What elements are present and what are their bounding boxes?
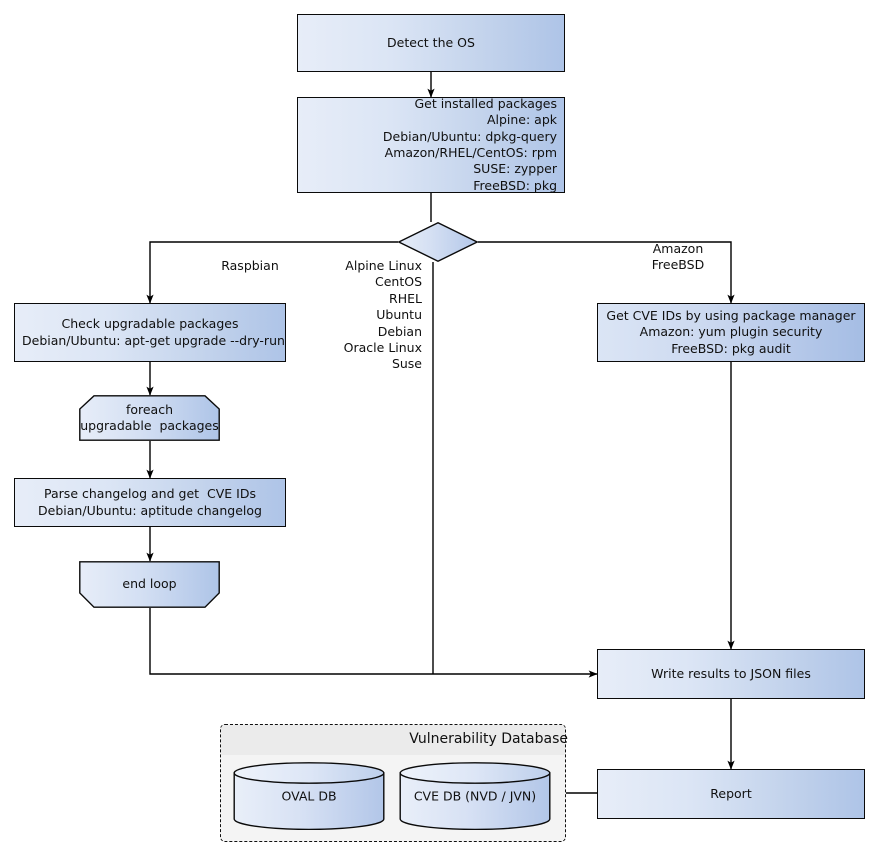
node-detect-os-label: Detect the OS — [387, 34, 475, 50]
node-foreach-loop[interactable]: foreach upgradable packages — [79, 395, 220, 441]
node-get-installed-packages[interactable]: Get installed packages Alpine: apk Debia… — [297, 95, 565, 193]
node-report[interactable]: Report — [597, 769, 865, 819]
db-cylinder-oval[interactable]: OVAL DB — [233, 762, 385, 831]
db-cylinder-oval-label: OVAL DB — [281, 788, 337, 804]
node-detect-os[interactable]: Detect the OS — [297, 14, 565, 72]
node-write-results-label: Write results to JSON files — [651, 665, 811, 681]
edge-label-raspbian: Raspbian — [221, 258, 279, 273]
node-write-results[interactable]: Write results to JSON files — [597, 649, 865, 699]
edge-label-amazon-freebsd: Amazon FreeBSD — [651, 241, 705, 273]
group-title-band — [221, 725, 565, 755]
node-check-upgradable[interactable]: Check upgradable packages Debian/Ubuntu:… — [14, 303, 286, 362]
node-end-loop-label: end loop — [122, 576, 177, 592]
db-cylinder-cve[interactable]: CVE DB (NVD / JVN) — [399, 762, 551, 831]
group-title: Vulnerability Database — [409, 731, 568, 747]
node-os-decision[interactable] — [397, 222, 479, 262]
node-report-label: Report — [710, 785, 752, 801]
group-vulnerability-database: Vulnerability Database — [220, 724, 568, 842]
node-check-upgradable-label: Check upgradable packages Debian/Ubuntu:… — [22, 316, 285, 348]
db-cylinder-cve-label: CVE DB (NVD / JVN) — [413, 788, 537, 804]
edge-label-linux-family: Alpine Linux CentOS RHEL Ubuntu Debian O… — [343, 258, 422, 372]
node-get-installed-packages-label: Get installed packages Alpine: apk Debia… — [382, 95, 557, 193]
node-get-cve-ids[interactable]: Get CVE IDs by using package manager Ama… — [597, 303, 865, 362]
node-foreach-loop-label: foreach upgradable packages — [80, 401, 219, 433]
node-get-cve-ids-label: Get CVE IDs by using package manager Ama… — [606, 307, 856, 356]
node-end-loop[interactable]: end loop — [79, 561, 220, 608]
node-parse-changelog-label: Parse changelog and get CVE IDs Debian/U… — [38, 486, 262, 518]
node-parse-changelog[interactable]: Parse changelog and get CVE IDs Debian/U… — [14, 478, 286, 527]
edge-endloop-to-write — [149, 608, 598, 678]
